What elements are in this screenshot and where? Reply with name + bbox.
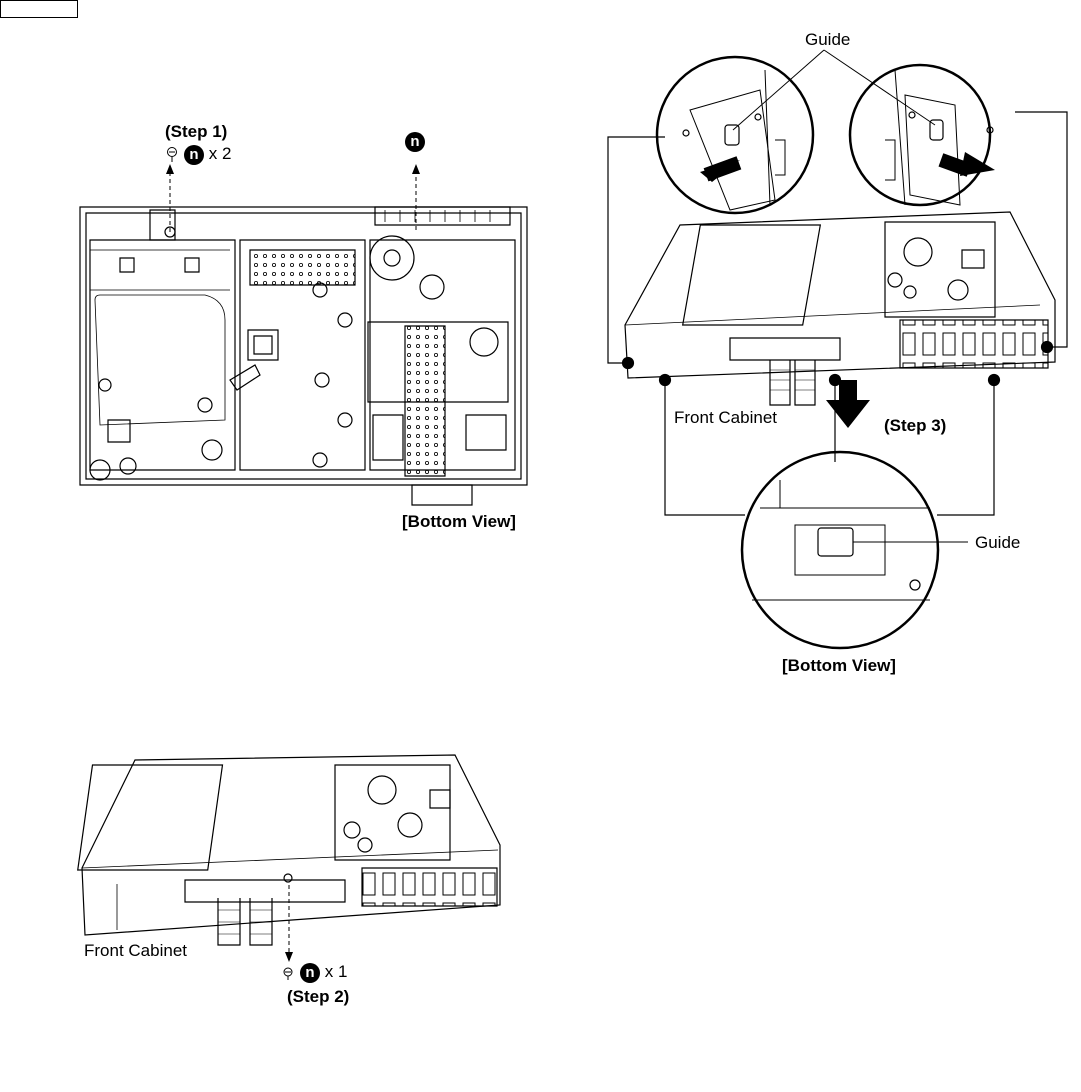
vent-slots [900,320,1048,368]
unit-step2-view [78,755,500,945]
step1-qty: x 2 [208,144,232,163]
step2-qty: x 1 [324,962,348,981]
bottom-view-label-left: [Bottom View] [402,512,516,531]
step2-screw-qty: n x 1 [300,962,347,983]
front-cabinet-removal [608,50,1067,648]
step1-title: (Step 1) [165,122,228,141]
chassis-bottom-view [80,207,527,505]
step3-arrow [826,400,870,428]
page-corner-box [0,0,78,18]
step1-screw-qty: n x 2 [184,144,231,165]
unit-body-2 [82,755,500,935]
step3-title: (Step 3) [884,416,947,435]
step1-arrows [170,172,416,232]
front-cabinet-label-left: Front Cabinet [84,941,187,960]
detail-circle-right [850,65,990,205]
power-board [885,222,995,317]
ribbon-cables [770,360,815,405]
guide-label-bottom: Guide [975,533,1021,552]
guide-bottom [818,528,853,556]
chassis-outline [80,207,527,485]
guide-right [930,120,943,140]
screw-symbol-badge: n [184,144,204,165]
screw-symbol-badge: n [300,962,320,983]
main-board [683,225,821,325]
guide-left [725,125,739,145]
detail-circle-bottom [742,452,938,648]
unit-body [625,212,1055,378]
screw-symbol-badge: n [405,131,425,152]
screw-icon [168,148,177,163]
bottom-view-label-right: [Bottom View] [782,656,896,675]
step2-title: (Step 2) [287,987,350,1006]
screw-callout-right: n [405,131,425,152]
front-cabinet-label-right: Front Cabinet [674,408,777,427]
chassis-tab [412,485,472,505]
screw-icon [284,968,292,980]
vent-slots-2 [362,868,497,906]
connector-strip [405,326,445,476]
detail-circle-left [657,57,813,213]
guide-label-top: Guide [805,30,851,49]
